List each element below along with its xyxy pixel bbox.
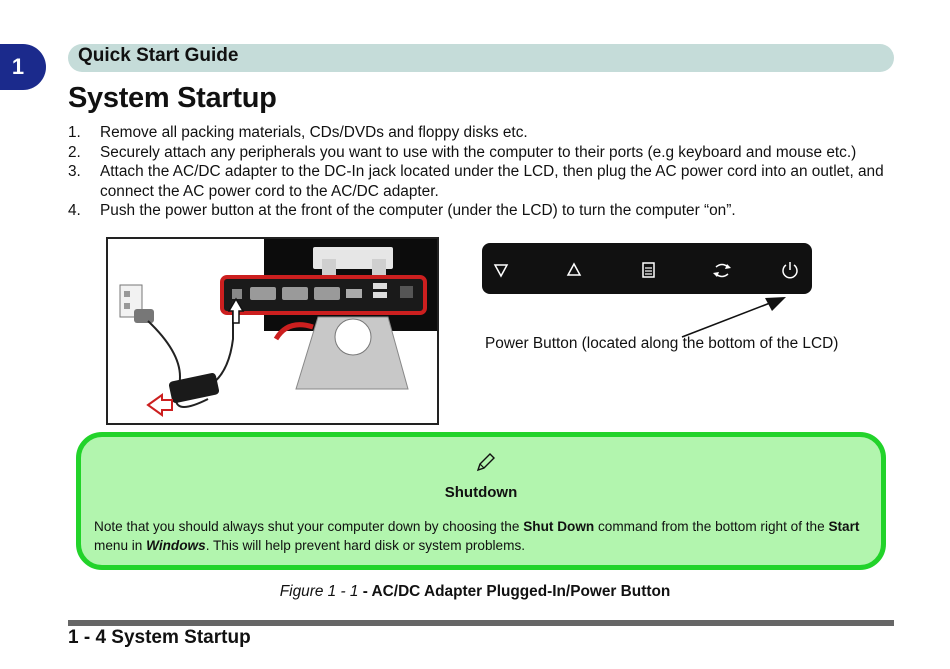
step-text: Push the power button at the front of th… [100, 202, 736, 219]
adapter-arrow [146, 393, 173, 417]
power-button-caption: Power Button (located along the bottom o… [485, 335, 839, 352]
rotate-arrow [273, 322, 314, 341]
figure-caption: Figure 1 - 1 - AC/DC Adapter Plugged-In/… [0, 583, 950, 601]
pencil-icon [476, 453, 495, 472]
down-triangle-icon [493, 264, 509, 278]
note-text-part: command from the bottom right of the [594, 519, 829, 534]
adapter-illustration [106, 237, 439, 425]
figure-title: - AC/DC Adapter Plugged-In/Power Button [358, 583, 671, 600]
serial-port [250, 287, 276, 300]
chapter-tab: 1 [0, 44, 46, 90]
usb-port [373, 283, 387, 289]
header-title: Quick Start Guide [78, 45, 239, 66]
note-bold-start: Start [828, 519, 860, 534]
menu-icon [642, 262, 655, 278]
steps-list: 1. Remove all packing materials, CDs/DVDs… [68, 123, 908, 221]
power-icon[interactable] [782, 262, 798, 279]
list-item: 2. Securely attach any peripherals you wa… [68, 143, 908, 163]
up-triangle-icon [566, 262, 582, 276]
dc-in-arrow [227, 297, 245, 324]
page-title: System Startup [68, 82, 277, 114]
step-text: Attach the AC/DC adapter to the DC-In ja… [100, 163, 884, 200]
panel-icons [493, 262, 798, 279]
hdmi-port [346, 289, 362, 298]
note-bold-shutdown: Shut Down [523, 519, 595, 534]
note-text-part: . This will help prevent hard disk or sy… [205, 538, 526, 553]
note-text: Note that you should always shut your co… [94, 517, 879, 555]
list-item: 3. Attach the AC/DC adapter to the DC-In … [68, 162, 908, 201]
header-bar: Quick Start Guide [68, 44, 894, 72]
step-number: 1. [68, 124, 81, 141]
refresh-icon [713, 263, 731, 278]
footer-rule [68, 620, 894, 626]
mount-clip-right [372, 259, 386, 275]
power-panel [482, 243, 812, 294]
outlet-socket-2 [124, 303, 130, 309]
step-number: 4. [68, 202, 81, 219]
serial-port-2 [282, 287, 308, 300]
lan-port [400, 286, 413, 298]
list-item: 4. Push the power button at the front of … [68, 201, 908, 221]
usb-port-2 [373, 292, 387, 298]
mount-clip-left [322, 259, 336, 275]
footer-text: 1 - 4 System Startup [68, 627, 251, 648]
note-text-part: Note that you should always shut your co… [94, 519, 524, 534]
step-text: Remove all packing materials, CDs/DVDs a… [100, 124, 528, 141]
step-text: Securely attach any peripherals you want… [100, 143, 857, 161]
note-bold-windows: Windows [146, 538, 206, 553]
vga-port [314, 287, 340, 300]
note-box: Shutdown Note that you should always shu… [76, 432, 886, 570]
stand-hole [334, 318, 372, 356]
step-number: 3. [68, 163, 81, 180]
note-title: Shutdown [444, 484, 518, 501]
ac-dc-adapter [168, 372, 220, 404]
step-number: 2. [68, 143, 81, 161]
adapter-drawing [119, 239, 437, 417]
chapter-number: 1 [11, 54, 25, 79]
note-text-part: menu in [94, 538, 147, 553]
figure-label: Figure 1 - 1 [279, 583, 359, 600]
outlet-socket [124, 291, 130, 297]
power-plug [134, 309, 154, 323]
list-item: 1. Remove all packing materials, CDs/DVDs… [68, 123, 908, 143]
dc-in-port [232, 289, 242, 299]
